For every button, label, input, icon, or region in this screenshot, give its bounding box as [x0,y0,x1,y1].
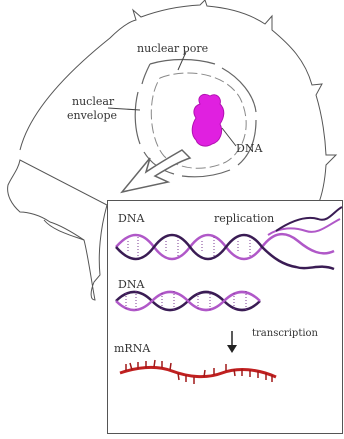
inset-label-transcription: transcription [252,329,318,339]
mrna-strand [120,360,276,384]
transcription-helix [116,291,260,311]
membrane-bump-left [44,220,84,240]
inset-label-dna-top: DNA [118,213,144,224]
nuclear-envelope-arc-6 [135,92,140,144]
transcription-arrow [227,331,237,353]
inset-label-mrna: mRNA [114,343,150,354]
inset-label-dna-mid: DNA [118,279,144,290]
nuclear-envelope-arc-4 [182,170,230,177]
dna-blob [192,94,224,146]
helix-figure [108,201,344,435]
export-arrow [122,150,190,192]
label-nuclear-envelope-line2: envelope [67,110,117,121]
label-dna-nucleus: DNA [236,143,262,154]
leader-dna [222,128,236,146]
nuclear-envelope-arc-2 [222,68,256,112]
nuclear-envelope-arc-7 [142,64,150,84]
label-nuclear-envelope-line1: nuclear [72,96,114,107]
label-nuclear-pore: nuclear pore [137,43,208,54]
dna-processes-inset: DNA replication DNA transcription mRNA [107,200,343,434]
inset-label-replication: replication [214,213,274,224]
